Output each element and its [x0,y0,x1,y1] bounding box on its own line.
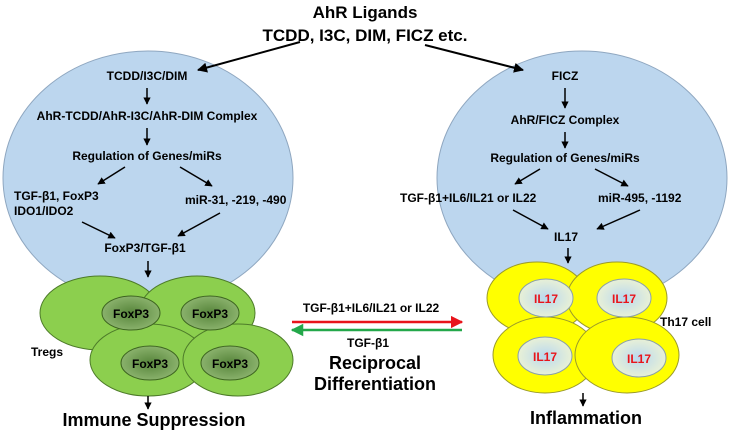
right-result: IL17 [554,230,578,244]
tregs-label: Tregs [31,345,63,359]
to-treg-label: TGF-β1 [347,336,389,350]
right-complex: AhR/FICZ Complex [511,113,620,127]
title-line-1: AhR Ligands [313,3,418,22]
reciprocal-line2: Differentiation [314,374,436,394]
outcome-immune-suppression: Immune Suppression [62,410,245,430]
outcome-inflammation: Inflammation [530,408,642,428]
right-mirs: miR-495, -1192 [598,191,682,205]
right-arrow-3a [514,168,541,185]
il17-nucleus [517,336,573,376]
left-genes-line1: TGF-β1, FoxP3 [14,189,99,203]
right-arrow-4a [512,209,549,230]
left-arrow-3a [97,166,126,185]
right-genes: TGF-β1+IL6/IL21 or IL22 [400,191,537,205]
il17-label: IL17 [533,350,557,364]
reciprocal-line1: Reciprocal [329,353,421,373]
to-th17-label: TGF-β1+IL6/IL21 or IL22 [303,301,440,315]
foxp3-label: FoxP3 [192,307,228,321]
left-arrow-3b [179,166,213,187]
right-arrow-3b [594,168,629,187]
left-regulation: Regulation of Genes/miRs [72,149,222,163]
left-arrow-4a [81,221,116,239]
title-line-2: TCDD, I3C, DIM, FICZ etc. [263,26,468,45]
right-pathway-ellipse [436,50,728,306]
il17-label: IL17 [627,352,651,366]
il17-nucleus [518,278,574,318]
right-arrow-4b [596,209,641,230]
left-complex: AhR-TCDD/AhR-I3C/AhR-DIM Complex [37,109,258,123]
foxp3-nucleus [180,295,240,331]
il17-nucleus [611,338,667,378]
foxp3-nucleus [200,345,260,381]
il17-label: IL17 [612,292,636,306]
left-arrow-4b [177,212,221,237]
th17-label: Th17 cell [660,315,711,329]
treg-cell-cluster: FoxP3 FoxP3 FoxP3 FoxP3 [39,275,294,397]
foxp3-label: FoxP3 [113,307,149,321]
left-mirs: miR-31, -219, -490 [185,193,287,207]
foxp3-nucleus [120,345,180,381]
left-ligand: TCDD/I3C/DIM [107,69,188,83]
left-result: FoxP3/TGF-β1 [104,241,186,255]
arrow-ligands-to-left [197,41,301,73]
foxp3-label: FoxP3 [212,357,248,371]
foxp3-nucleus [101,295,161,331]
il17-nucleus [596,278,652,318]
right-regulation: Regulation of Genes/miRs [490,151,640,165]
il17-label: IL17 [534,292,558,306]
left-genes-line2: IDO1/IDO2 [14,204,74,218]
th17-cell-cluster: IL17 IL17 IL17 IL17 [486,261,680,394]
foxp3-label: FoxP3 [132,357,168,371]
right-ligand: FICZ [552,69,579,83]
arrow-ligands-to-right [424,44,524,73]
